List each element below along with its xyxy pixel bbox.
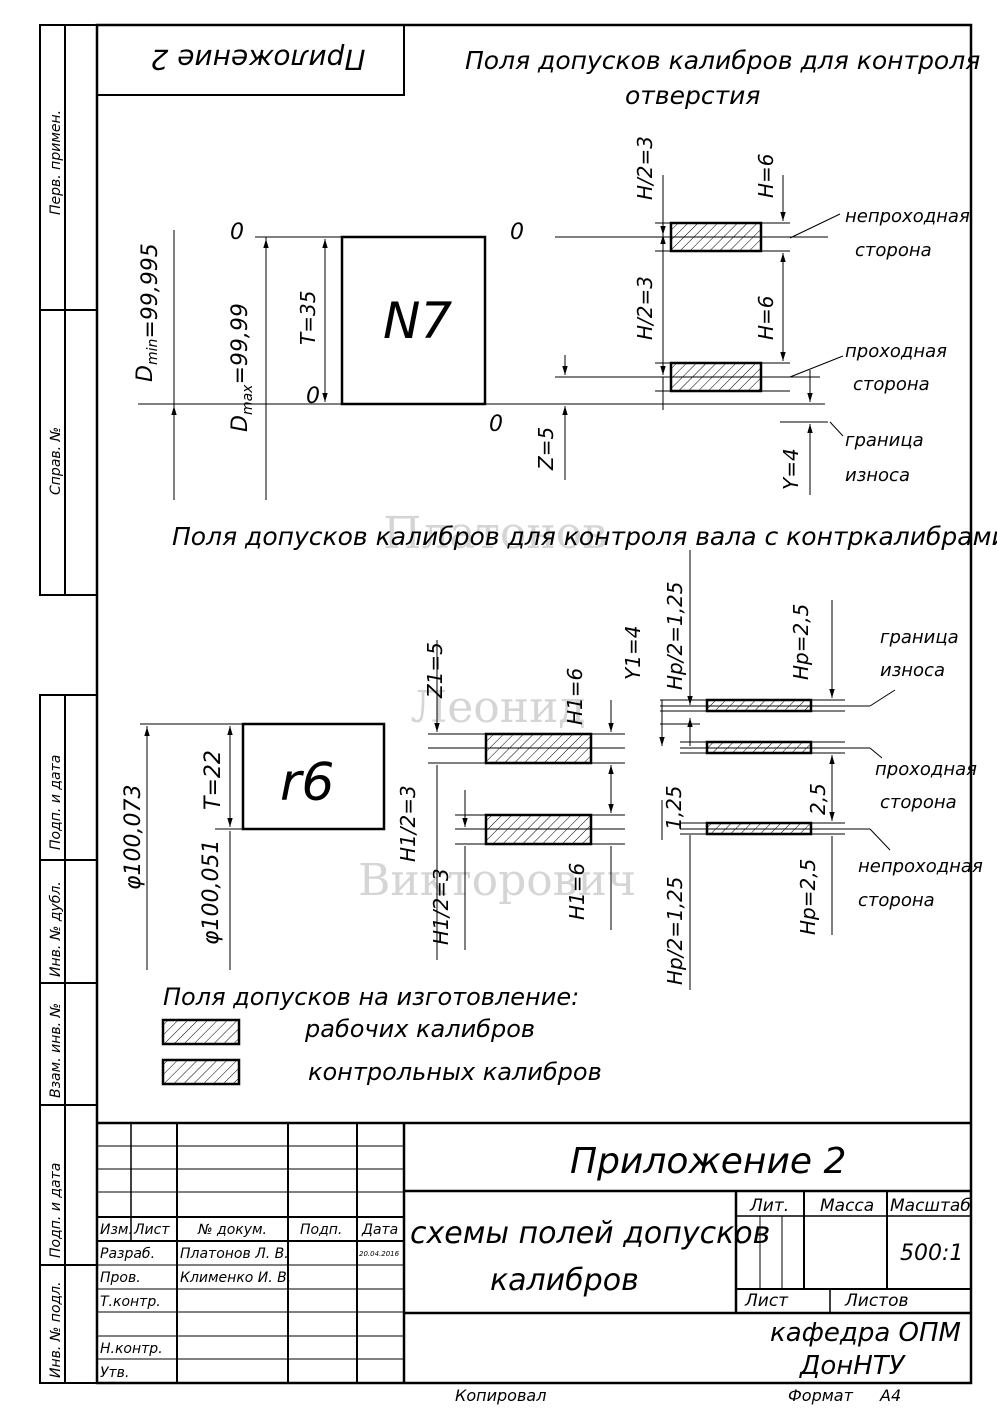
side-label-perv-primen: Перв. примен. [48,110,64,215]
hole-title-line1: Поля допусков калибров для контроля [465,46,980,75]
doc-name-line2: калибров [490,1263,639,1298]
razrab-name: Платонов Л. В. [180,1246,289,1262]
col-izm: Изм. [100,1222,133,1238]
shaft-pass-label-1: проходная [875,759,977,780]
col-doc: № докум. [197,1222,267,1238]
t-r6-dimension: T=22 [201,750,226,810]
z-dim: Z=5 [534,427,558,471]
pass-gauge-field [669,361,763,393]
nonpass-gauge-field [669,221,763,253]
side-label-sprav: Справ. № [48,427,64,495]
shaft-wear-label-2: износа [880,660,945,681]
shaft-wear-label-1: граница [880,627,959,648]
zero-mark: 0 [489,412,503,437]
legend-working: рабочих калибров [304,1015,535,1043]
t-dimension: T=35 [296,291,320,345]
hp-top-dim: Hp=2,5 [789,604,813,680]
h-top-dim: H=6 [754,153,778,198]
col-data: Дата [361,1222,398,1238]
utv-label: Утв. [100,1365,129,1381]
footer-format: Формат [788,1386,854,1405]
sheet-label: Лист [744,1291,789,1311]
side-label-vzam-inv: Взам. инв. № [48,1003,64,1098]
dmin-dimension: Dmin=99,99=99,995 [133,243,163,382]
h-bottom-dim: H=6 [754,295,778,340]
lit-label: Лит. [749,1196,789,1216]
field-n7-label: N7 [383,292,452,350]
h2-top-dim: H/2=3 [633,136,657,200]
org-line2: ДонНТУ [799,1351,907,1381]
v25-dim: 2,5 [806,783,830,815]
top-stamp: Приложение 2 [151,43,366,76]
hp-bottom-dim: Hp=2,5 [796,859,820,935]
sheets-label: Листов [844,1291,909,1311]
pass-label-1: проходная [845,341,947,362]
frame [39,23,973,1385]
hp2-top-dim: Hp/2=1,25 [663,582,687,691]
side-label-inv-dubl: Инв. № дубл. [48,881,64,977]
side-label-inv-podl: Инв. № подл. [48,1281,64,1378]
z1-dim: Z1=5 [423,642,447,699]
footer-format-value: А4 [879,1386,901,1405]
footer-copied: Копировал [455,1386,546,1405]
nonpass-label-2: сторона [855,240,932,261]
shaft-nonpass-label-1: непроходная [858,856,983,877]
hole-title-line2: отверстия [625,81,760,110]
d-max-dimension: φ100,073 [121,785,146,891]
razrab-label: Разраб. [100,1246,155,1262]
h2-bottom-dim: H/2=3 [633,276,657,340]
doc-title: Приложение 2 [570,1141,846,1182]
h1-2-dim: H1/2=3 [396,785,420,862]
prov-label: Пров. [100,1270,141,1286]
shaft-nonpass-label-2: сторона [858,890,935,911]
nkontr-label: Н.контр. [100,1341,163,1357]
pass-label-2: сторона [853,374,930,395]
field-r6-label: r6 [280,753,334,813]
watermark: Платонов Леонид Викторович [358,508,636,906]
tkontr-label: Т.контр. [100,1294,161,1310]
watermark-line3: Викторович [358,855,636,906]
field-n7-box [340,235,487,406]
wear-label-1: граница [845,430,924,451]
col-podp: Подп. [300,1222,342,1238]
side-label-podp-data-1: Подп. и дата [48,755,64,850]
wear-label-2: износа [845,465,910,486]
shaft-pass-label-2: сторона [880,792,957,813]
zero-mark: 0 [510,220,524,245]
prov-name: Клименко И. В. [180,1270,291,1286]
mass-label: Масса [820,1196,874,1216]
h1-2b-dim: H1/2=3 [429,868,453,945]
title-block: Приложение 2 схемы полей допусков калибр… [97,1121,971,1383]
scale-label: Масштаб [890,1196,971,1216]
doc-name-line1: схемы полей допусков [410,1216,770,1251]
v125-dim: 1,25 [662,785,686,830]
y1-dim: Y1=4 [621,626,645,680]
zero-mark: 0 [306,384,320,409]
legend-control-swatch [161,1058,241,1086]
h1-bottom-dim: H1=6 [565,863,589,920]
legend: Поля допусков на изготовление: рабочих к… [161,983,602,1086]
nonpass-label-1: непроходная [845,206,970,227]
legend-title: Поля допусков на изготовление: [163,983,579,1011]
d-min-dimension: φ100,051 [199,840,224,946]
shaft-scheme: Поля допусков калибров для контроля вала… [121,522,997,990]
h1-top-dim: H1=6 [563,668,587,725]
shaft-title: Поля допусков калибров для контроля вала… [172,522,997,551]
field-r6-box [241,722,386,831]
legend-control: контрольных калибров [308,1058,602,1086]
org-line1: кафедра ОПМ [770,1318,961,1348]
side-label-podp-data-2: Подп. и дата [48,1163,64,1258]
zero-mark: 0 [230,220,244,245]
col-list: Лист [133,1222,170,1238]
dmax-dimension: Dmax=99,99 [228,303,256,432]
hp2-bottom-dim: Hp/2=1,25 [663,877,687,986]
legend-working-swatch [161,1018,241,1046]
scale-value: 500:1 [900,1241,963,1266]
watermark-line1: Платонов [383,508,607,559]
y-dim: Y=4 [779,448,803,490]
razrab-date: 20.04.2016 [359,1250,400,1258]
hole-scheme: Поля допусков калибров для контроля отве… [133,46,980,500]
